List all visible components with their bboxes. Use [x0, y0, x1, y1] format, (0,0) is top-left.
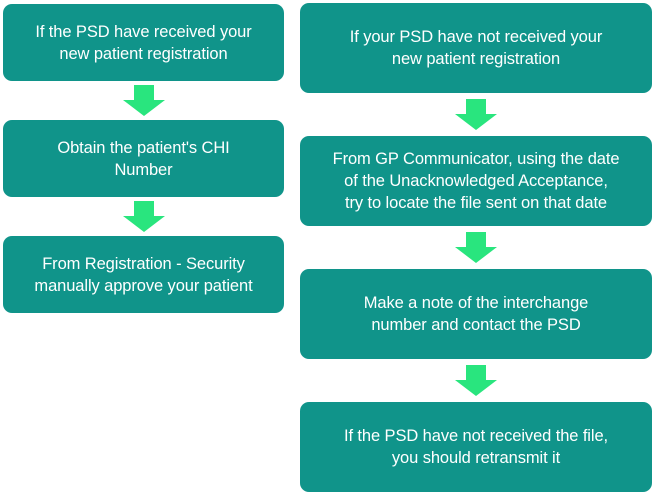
- down-arrow-icon: [455, 99, 497, 130]
- flow-step-box: Make a note of the interchange number an…: [300, 269, 652, 359]
- flowchart-left-column: If the PSD have received your new patien…: [3, 4, 284, 313]
- flow-step-box: If your PSD have not received your new p…: [300, 3, 652, 93]
- down-arrow-icon: [122, 201, 165, 232]
- flow-step-box: From Registration - Security manually ap…: [3, 236, 284, 313]
- down-arrow-icon: [455, 365, 497, 396]
- flow-step-box: Obtain the patient's CHI Number: [3, 120, 284, 197]
- flow-step-box: From GP Communicator, using the date of …: [300, 136, 652, 226]
- down-arrow-icon: [455, 232, 497, 263]
- down-arrow-icon: [122, 85, 165, 116]
- flow-step-box: If the PSD have received your new patien…: [3, 4, 284, 81]
- flowchart-right-column: If your PSD have not received your new p…: [300, 3, 652, 492]
- flow-step-box: If the PSD have not received the file, y…: [300, 402, 652, 492]
